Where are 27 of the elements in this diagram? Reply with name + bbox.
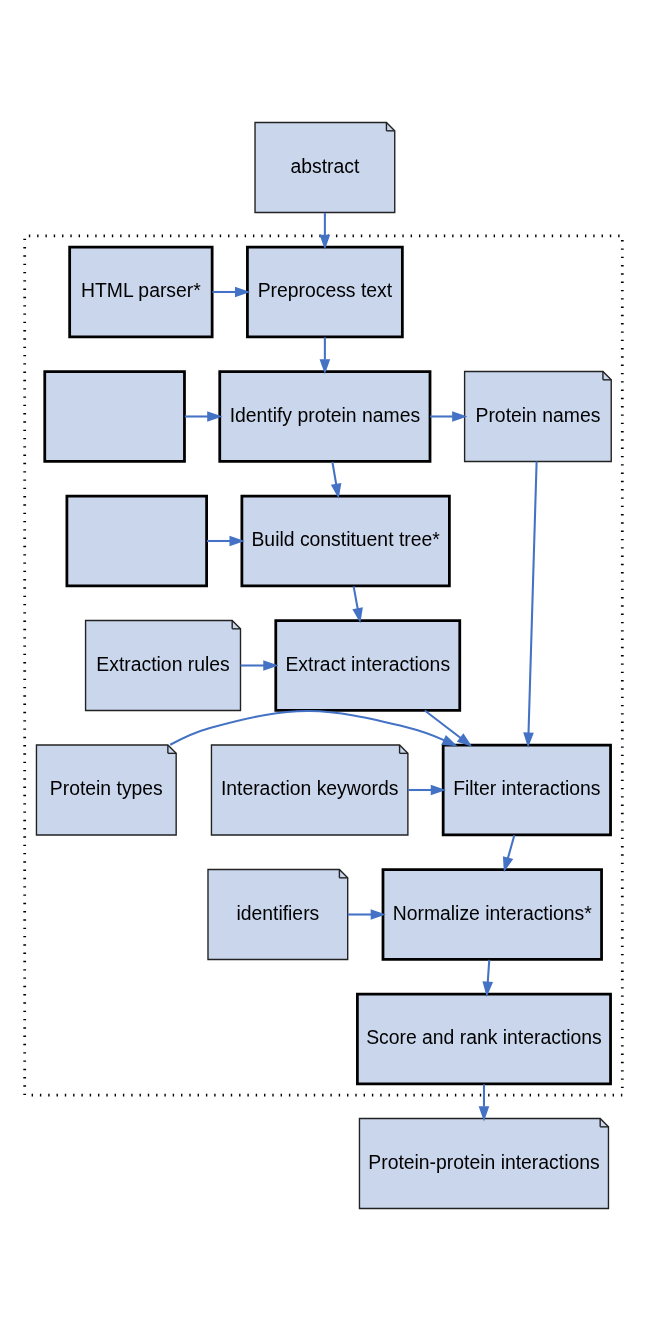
node-box: HTML parser* — [68, 245, 214, 339]
arrow — [206, 535, 245, 547]
arrow — [184, 411, 223, 422]
arrow — [330, 461, 342, 499]
node-box: Identify protein names — [218, 370, 432, 463]
arrow — [523, 461, 538, 748]
node-box: Preprocess text — [246, 245, 404, 339]
node-box: Build constituent tree* — [240, 494, 451, 588]
node-box: Normalize interactions* — [381, 868, 603, 961]
arrow — [478, 1084, 490, 1122]
arrow — [319, 337, 331, 375]
arrow — [502, 835, 516, 873]
arrow — [430, 411, 468, 422]
node-box: Score and rank interactions — [356, 992, 612, 1086]
arrow — [408, 784, 446, 796]
arrow — [352, 586, 363, 624]
node-box: Extract interactions — [274, 619, 462, 712]
node-box — [65, 494, 208, 588]
arrow — [212, 286, 251, 298]
arrow — [482, 959, 494, 997]
arrow — [319, 212, 331, 250]
node-box — [43, 370, 186, 463]
arrow — [424, 709, 473, 747]
node-box: Filter interactions — [441, 743, 612, 837]
arrow — [240, 660, 279, 671]
arrow — [347, 909, 386, 920]
arrow — [169, 710, 458, 747]
